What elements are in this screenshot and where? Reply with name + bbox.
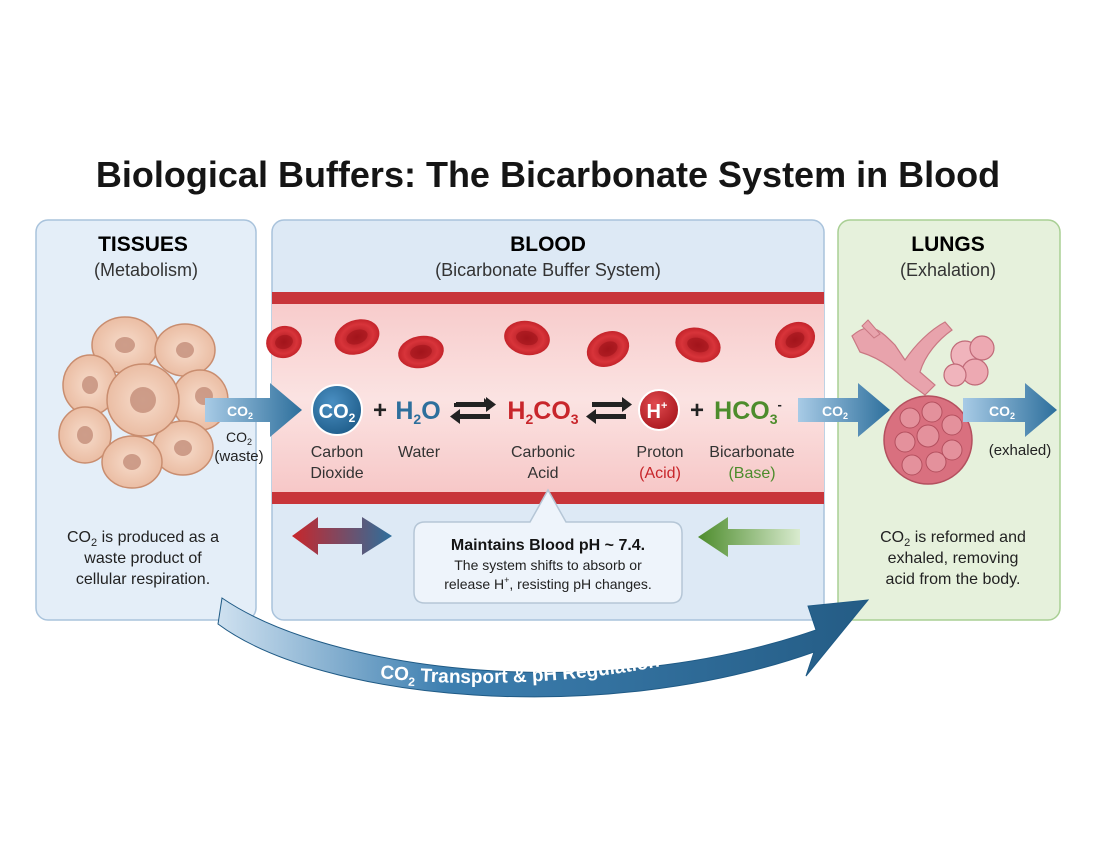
svg-text:cellular respiration.: cellular respiration. [76, 571, 210, 588]
ph-callout: Maintains Blood pH ~ 7.4. The system shi… [413, 488, 683, 604]
svg-text:CO2 is produced as a: CO2 is produced as a [67, 529, 219, 549]
svg-text:CO2: CO2 [822, 403, 848, 421]
red-blood-cell [675, 327, 721, 363]
label-proton-acid: (Acid) [639, 465, 681, 482]
tissues-description: CO2 is produced as a waste product of ce… [67, 529, 219, 588]
blood-heading: BLOOD [510, 233, 586, 256]
callout-title: Maintains Blood pH ~ 7.4. [451, 537, 645, 554]
svg-text:H+: H+ [647, 400, 668, 423]
lungs-illustration [851, 319, 995, 485]
tissues-heading: TISSUES [98, 233, 188, 256]
exhaled-label: (exhaled) [989, 442, 1052, 459]
hco3-formula: HCO3- [714, 397, 782, 427]
svg-text:CO2: CO2 [989, 403, 1015, 421]
lungs-subheading: (Exhalation) [900, 260, 996, 280]
callout-line1: The system shifts to absorb or [454, 557, 642, 573]
lungs-heading: LUNGS [911, 233, 985, 256]
proton-icon [638, 389, 680, 431]
red-blood-cell [398, 335, 444, 369]
svg-text:waste product of: waste product of [83, 550, 202, 567]
red-blood-cell [266, 325, 302, 359]
svg-text:exhaled, removing: exhaled, removing [888, 550, 1019, 567]
blood-subheading: (Bicarbonate Buffer System) [435, 260, 661, 280]
h2o-formula: H2O [395, 397, 440, 427]
svg-text:CO2: CO2 [319, 401, 356, 425]
waste-label: (waste) [214, 448, 263, 465]
co2-waste-label: CO2 [226, 429, 252, 447]
plus-sign: + [373, 397, 387, 424]
label-carbon: Carbon [311, 444, 363, 461]
callout-line2: release H+, resisting pH changes. [444, 575, 652, 592]
red-blood-cell [586, 331, 630, 367]
label-acid: Acid [527, 465, 558, 482]
shift-double-arrow-icon [292, 517, 392, 555]
equation-labels: Carbon Dioxide Water Carbonic Acid Proto… [310, 444, 794, 482]
co2-arrow-blood-to-lungs: CO2 [798, 383, 890, 437]
co2-exhaled-arrow: CO2 [963, 383, 1057, 437]
label-dioxide: Dioxide [310, 465, 363, 482]
label-bicarbonate-base: (Base) [728, 465, 775, 482]
lungs-description: CO2 is reformed and exhaled, removing ac… [880, 529, 1026, 588]
h2co3-formula: H2CO3 [507, 397, 578, 427]
bicarbonate-equation: CO2 + H2O H2CO3 H+ + HCO3- [311, 384, 782, 436]
label-carbonic: Carbonic [511, 444, 575, 461]
red-blood-cells [266, 319, 816, 369]
co2-arrow-tissues-to-blood: CO2 [205, 383, 302, 437]
plus-sign: + [690, 397, 704, 424]
label-proton: Proton [636, 444, 683, 461]
equilibrium-arrows-icon [450, 397, 496, 424]
tissues-subheading: (Metabolism) [94, 260, 198, 280]
tissue-cells-illustration [58, 316, 229, 489]
label-water: Water [398, 444, 441, 461]
shift-left-arrow-icon [698, 517, 800, 557]
svg-text:acid from the body.: acid from the body. [886, 571, 1021, 588]
red-blood-cell [774, 321, 816, 359]
label-bicarbonate: Bicarbonate [709, 444, 794, 461]
co2-arrow-label: CO [227, 403, 248, 419]
red-blood-cell [334, 319, 380, 355]
svg-text:CO2: CO2 [227, 403, 253, 421]
red-blood-cell [504, 320, 550, 356]
page-title: Biological Buffers: The Bicarbonate Syst… [96, 154, 1000, 195]
svg-text:CO2 is reformed and: CO2 is reformed and [880, 529, 1026, 549]
co2-molecule-icon [311, 384, 363, 436]
equilibrium-arrows-icon [586, 397, 632, 424]
